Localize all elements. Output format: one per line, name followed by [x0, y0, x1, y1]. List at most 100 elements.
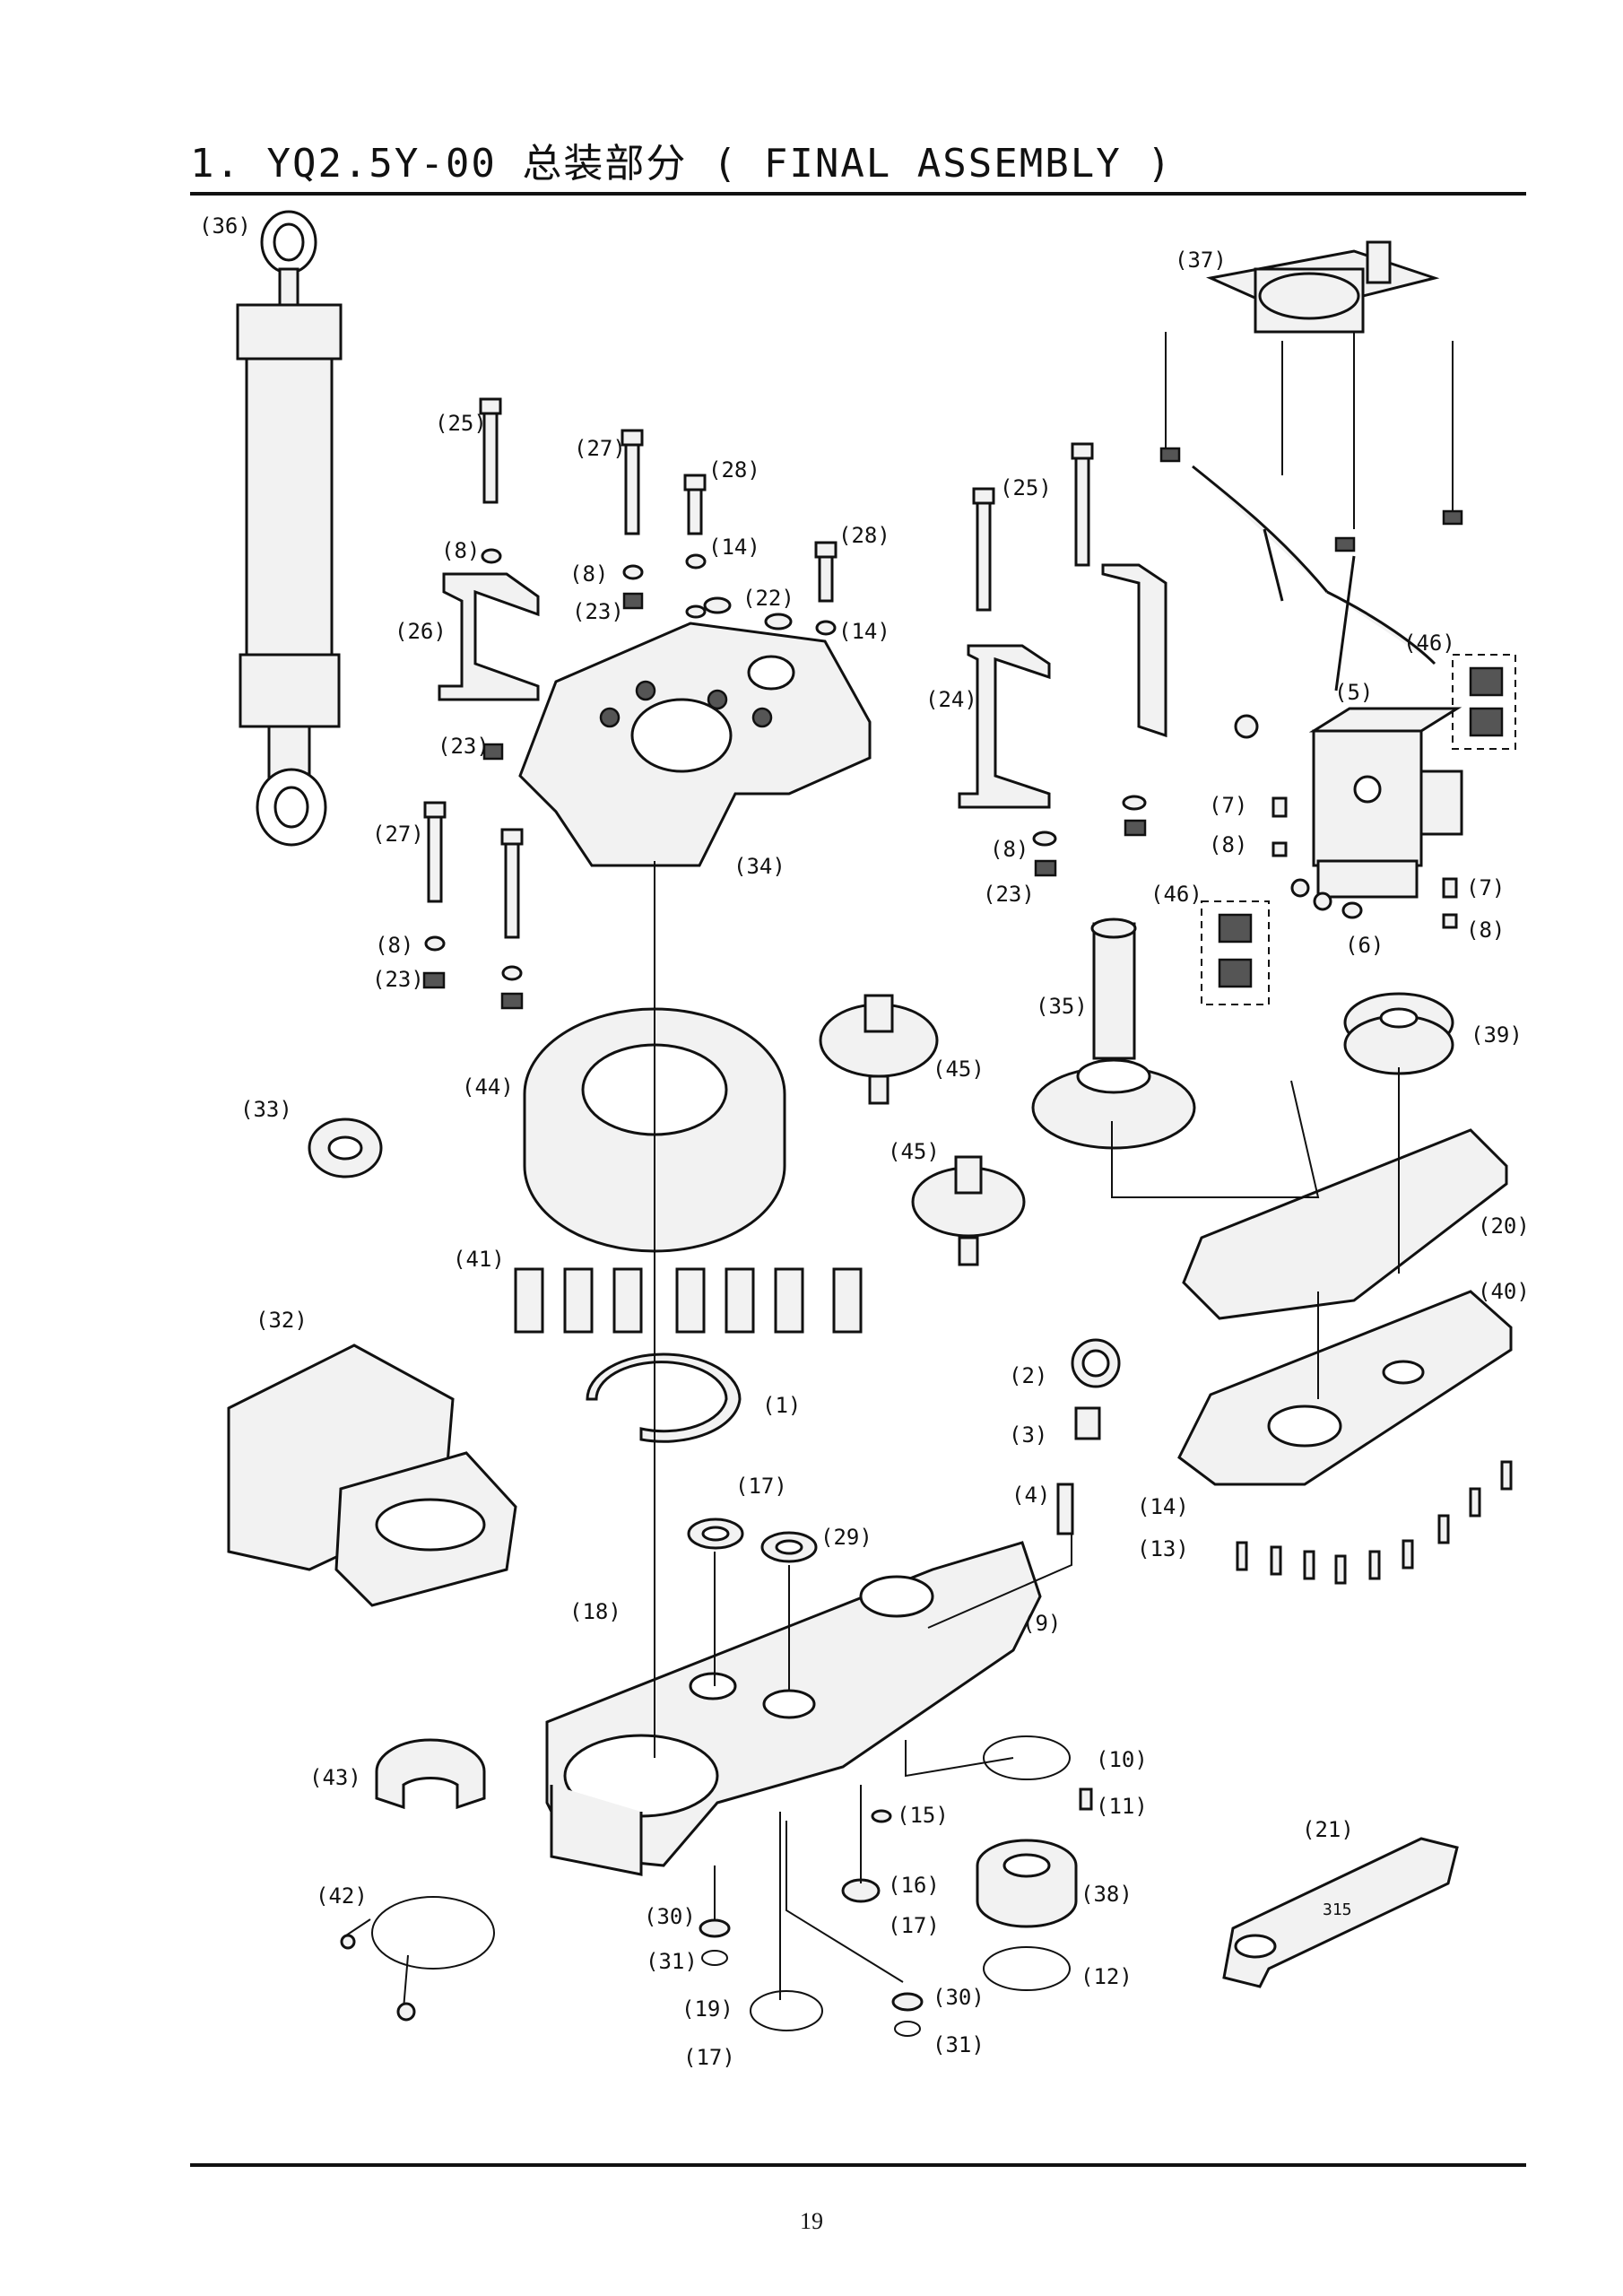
rollers-41 [514, 1267, 863, 1334]
callout-5: (5) [1334, 680, 1373, 705]
callout-18: (18) [569, 1599, 621, 1624]
callout-7: (7) [1209, 793, 1247, 818]
callout-30: (30) [933, 1985, 985, 2010]
callout-30: (30) [644, 1904, 696, 1929]
callout-42: (42) [316, 1883, 368, 1909]
callout-8: (8) [990, 837, 1028, 862]
callout-11: (11) [1096, 1794, 1148, 1819]
gear-45-lower [911, 1155, 1026, 1266]
callout-46: (46) [1403, 631, 1455, 656]
callout-7: (7) [1466, 875, 1505, 900]
fitting-box-46-upper [1452, 654, 1516, 750]
hanger-frame-37 [1159, 240, 1463, 739]
clamp-band-42 [340, 1896, 495, 2022]
ring-1 [586, 1352, 742, 1443]
leader-lines [654, 861, 1400, 2000]
gauge-parts-2-3-4 [1056, 1338, 1121, 1535]
wrench-21 [1222, 1837, 1459, 1988]
callout-27: (27) [372, 822, 424, 847]
guard-32 [227, 1344, 517, 1607]
callout-17: (17) [735, 1474, 787, 1499]
lower-cover-40 [1177, 1290, 1513, 1486]
callout-10: (10) [1096, 1747, 1148, 1772]
bearing-stack-10-38-12 [976, 1735, 1093, 1991]
callout-14: (14) [708, 535, 760, 560]
top-left-fasteners [422, 397, 838, 1010]
callout-35: (35) [1036, 994, 1088, 1019]
spline-gear-35 [1031, 918, 1196, 1150]
valve-block-5 [1271, 707, 1463, 929]
callout-46: (46) [1150, 882, 1202, 907]
gear-45-upper [819, 994, 939, 1105]
callout-1: (1) [762, 1393, 801, 1418]
callout-25: (25) [435, 411, 487, 436]
callout-23: (23) [572, 599, 624, 624]
callout-37: (37) [1175, 248, 1227, 273]
callout-17: (17) [888, 1913, 940, 1938]
callout-41: (41) [453, 1247, 505, 1272]
callout-40: (40) [1478, 1279, 1530, 1304]
clamp-33 [308, 1118, 383, 1178]
callout-34: (34) [733, 854, 785, 879]
gear-39 [1343, 992, 1454, 1075]
callout-16: (16) [888, 1873, 940, 1898]
callout-13: (13) [1137, 1536, 1189, 1561]
callout-25: (25) [1000, 475, 1052, 500]
callout-39: (39) [1471, 1022, 1523, 1048]
callout-29: (29) [820, 1525, 872, 1550]
callout-8: (8) [569, 561, 608, 587]
callout-9: (9) [1022, 1611, 1061, 1636]
callout-23: (23) [983, 882, 1035, 907]
callout-17: (17) [683, 2045, 735, 2070]
callout-43: (43) [309, 1765, 361, 1790]
half-ring-43 [375, 1738, 486, 1810]
callout-21: (21) [1302, 1817, 1354, 1842]
fitting-box-46-lower [1201, 900, 1270, 1005]
bracket-26 [438, 572, 540, 701]
callout-24: (24) [925, 687, 977, 712]
callout-32: (32) [256, 1308, 308, 1333]
callout-4: (4) [1011, 1483, 1050, 1508]
callout-31: (31) [646, 1949, 698, 1974]
footer-rule [190, 2163, 1526, 2167]
callout-8: (8) [1466, 918, 1505, 943]
wrench-stamp: 315 [1323, 1900, 1352, 1919]
bracket-24 [958, 442, 1167, 877]
page-number: 19 [800, 2208, 823, 2234]
callout-44: (44) [462, 1074, 514, 1100]
small-rings [699, 1809, 924, 2037]
page-title: 1. YQ2.5Y-00 总装部分 ( FINAL ASSEMBLY ) [190, 141, 1173, 187]
header-rule [190, 192, 1526, 196]
callout-8: (8) [375, 933, 413, 958]
callout-23: (23) [372, 967, 424, 992]
callout-45: (45) [888, 1139, 940, 1164]
callout-2: (2) [1009, 1363, 1047, 1388]
seals-17-29 [687, 1518, 818, 1563]
callout-6: (6) [1345, 933, 1384, 958]
hydraulic-cylinder-36 [236, 210, 343, 847]
top-plate-34 [518, 622, 872, 867]
callout-27: (27) [574, 436, 626, 461]
callout-12: (12) [1081, 1964, 1133, 1989]
callout-23: (23) [438, 734, 490, 759]
callout-36: (36) [199, 213, 251, 239]
gasket-20 [1182, 1128, 1508, 1320]
callout-28: (28) [708, 457, 760, 483]
fittings-46 [1218, 666, 1504, 988]
callout-26: (26) [395, 619, 447, 644]
callout-15: (15) [897, 1803, 949, 1828]
callout-8: (8) [1209, 832, 1247, 857]
callout-33: (33) [240, 1097, 292, 1122]
callout-45: (45) [933, 1057, 985, 1082]
callout-31: (31) [933, 2032, 985, 2057]
callout-22: (22) [742, 586, 794, 611]
callout-20: (20) [1478, 1213, 1530, 1239]
callout-14: (14) [1137, 1494, 1189, 1519]
callout-38: (38) [1081, 1882, 1133, 1907]
bolts-13-14 [1236, 1460, 1513, 1585]
callout-19: (19) [681, 1996, 733, 2022]
housing-9 [545, 1541, 1042, 1876]
callout-14: (14) [838, 619, 890, 644]
callout-3: (3) [1009, 1422, 1047, 1448]
